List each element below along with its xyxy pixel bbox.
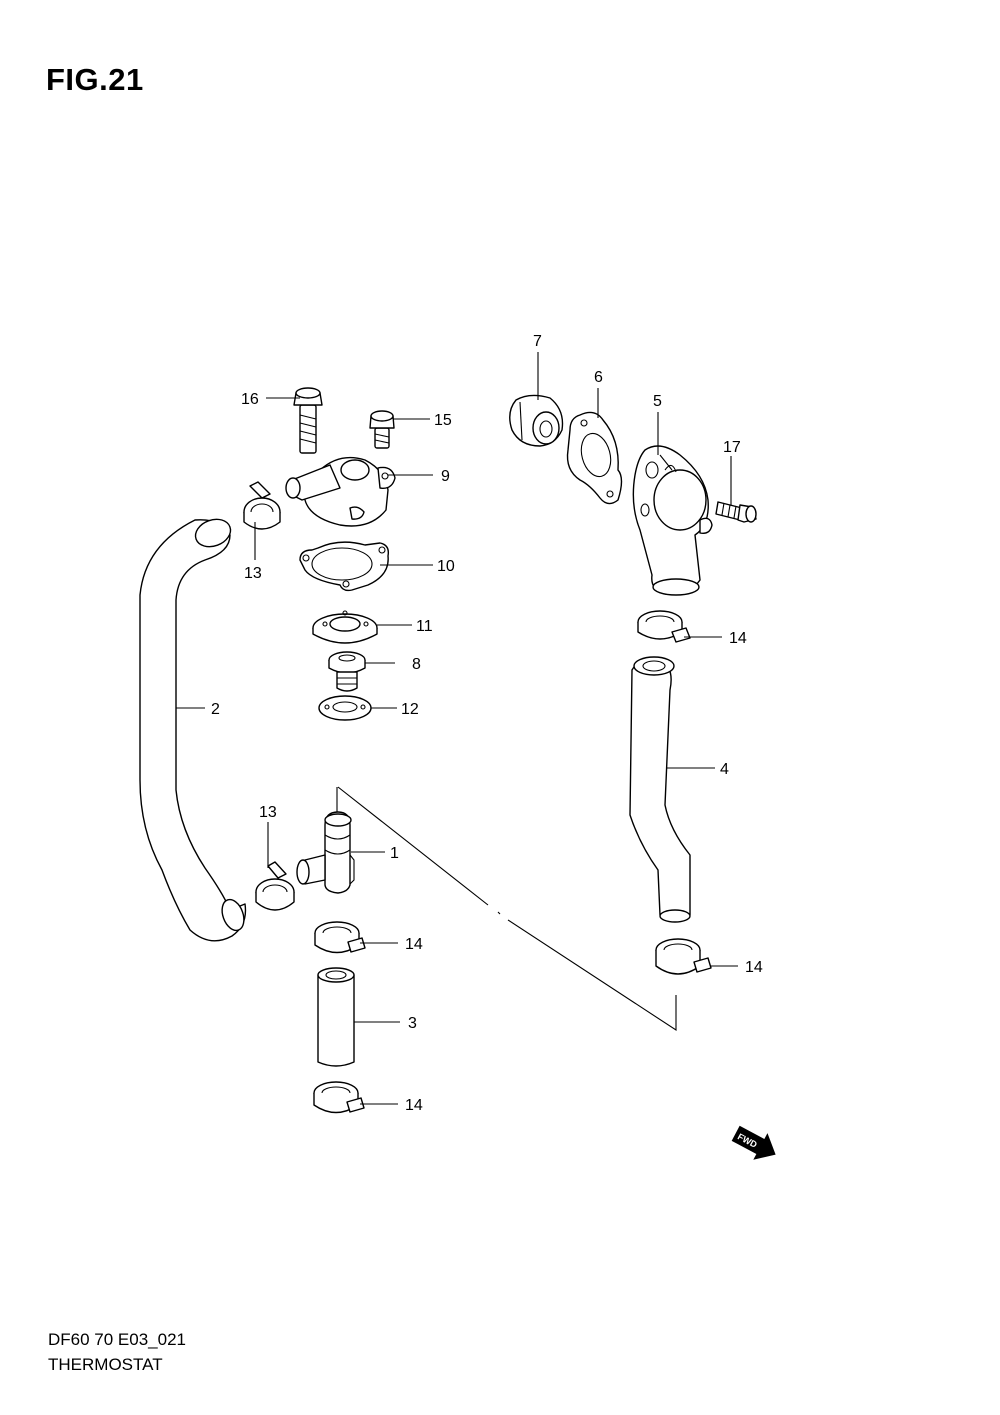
callout-labels: 16 15 9 13 10 11 8 12 2 13 1 14 3 14 7 6…	[211, 333, 763, 1114]
callout-10: 10	[437, 558, 455, 575]
part-13-hose-clamp-upper	[243, 481, 281, 530]
part-1-t-joint	[296, 811, 355, 894]
part-9-thermostat-cover	[285, 456, 396, 527]
callout-15: 15	[434, 412, 452, 429]
part-2-long-hose	[139, 518, 247, 942]
part-14-clamp-right-lower	[655, 938, 712, 975]
leader-lines	[176, 352, 738, 1105]
diagram-name: THERMOSTAT	[48, 1355, 163, 1374]
part-15-bolt	[369, 410, 395, 449]
callout-7: 7	[533, 333, 542, 350]
assembly-reference-line	[336, 786, 677, 1032]
part-10-gasket	[299, 541, 390, 592]
callout-3: 3	[408, 1015, 417, 1032]
callout-9: 9	[441, 468, 450, 485]
diagram-code: DF60 70 E03_021	[48, 1330, 186, 1349]
part-14-clamp-left-lower	[313, 1081, 365, 1114]
part-16-bolt	[293, 387, 323, 454]
part-6-gasket	[566, 411, 623, 505]
callout-6: 6	[594, 369, 603, 386]
callout-14-right-lower: 14	[745, 959, 763, 976]
part-8-thermostat	[328, 651, 366, 692]
part-17-bolt	[715, 501, 757, 523]
figure-title: FIG.21	[46, 62, 144, 97]
callout-12: 12	[401, 701, 419, 718]
part-11-seal	[312, 610, 378, 644]
callout-8: 8	[412, 656, 421, 673]
callout-5: 5	[653, 393, 662, 410]
callout-1: 1	[390, 845, 399, 862]
callout-11: 11	[416, 618, 433, 635]
callout-13-lower: 13	[259, 804, 277, 821]
part-13-hose-clamp-lower	[255, 861, 295, 911]
part-12-gasket	[318, 695, 372, 721]
callout-14-left-lower: 14	[405, 1097, 423, 1114]
fwd-arrow-icon: FWD	[731, 1125, 776, 1160]
callout-2: 2	[211, 701, 220, 718]
part-4-right-hose	[629, 656, 691, 923]
callout-17: 17	[723, 439, 741, 456]
callout-13-upper: 13	[244, 565, 262, 582]
callout-16: 16	[241, 391, 259, 408]
callout-14-left-upper: 14	[405, 936, 423, 953]
part-14-clamp-left-upper	[314, 921, 366, 954]
part-7-valve	[509, 394, 564, 447]
part-14-clamp-right-upper	[637, 610, 691, 643]
part-3-short-hose	[317, 967, 355, 1067]
part-5-outlet-housing	[632, 445, 713, 596]
callout-14-right-upper: 14	[729, 630, 747, 647]
callout-4: 4	[720, 761, 729, 778]
